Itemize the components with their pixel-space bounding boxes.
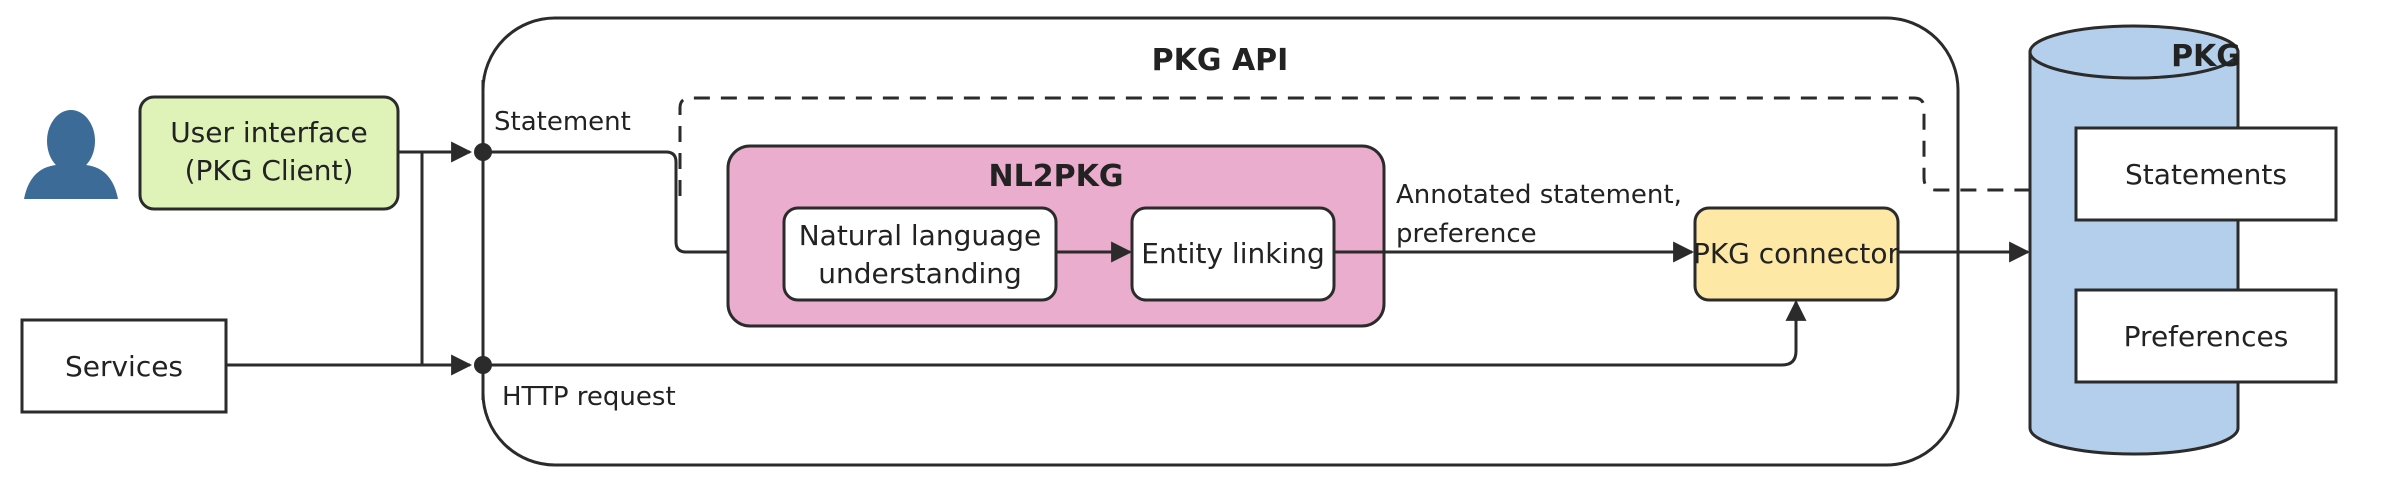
user-interface-sublabel: (PKG Client): [185, 154, 354, 187]
nlu-label: Natural language: [799, 219, 1042, 252]
statements-label: Statements: [2125, 158, 2287, 191]
entity-linking-box[interactable]: [1130, 206, 1336, 302]
user-interface-box[interactable]: [138, 95, 400, 211]
services-label: Services: [65, 350, 183, 383]
annotated-sublabel: preference: [1396, 219, 1537, 249]
preferences-box[interactable]: [2074, 288, 2338, 384]
pkg-database-icon: [2028, 24, 2240, 456]
pkg-connector-box[interactable]: [1693, 206, 1900, 302]
statement-label: Statement: [494, 107, 631, 137]
annotated-label: Annotated statement,: [1396, 180, 1682, 210]
preferences-label: Preferences: [2124, 320, 2289, 353]
pkg-api-title: PKG API: [1152, 43, 1289, 78]
http-to-connector-arrow: [483, 299, 1807, 367]
http-request-label: HTTP request: [502, 382, 676, 412]
services-box[interactable]: [20, 318, 228, 414]
statements-box[interactable]: [2074, 126, 2338, 222]
nlu-sublabel: understanding: [818, 257, 1022, 290]
nl2pkg-title: NL2PKG: [989, 159, 1124, 194]
pkg-connector-label: PKG connector: [1693, 237, 1900, 270]
statement-arrow: [483, 150, 785, 263]
user-interface-label: User interface: [170, 116, 368, 149]
nlu-box[interactable]: [782, 206, 1058, 302]
dashed-link: [678, 96, 2030, 196]
user-icon: [24, 110, 118, 199]
client-connectors: [226, 80, 485, 400]
entity-linking-label: Entity linking: [1141, 237, 1324, 270]
pkg-store-title: PKG: [2171, 39, 2241, 74]
